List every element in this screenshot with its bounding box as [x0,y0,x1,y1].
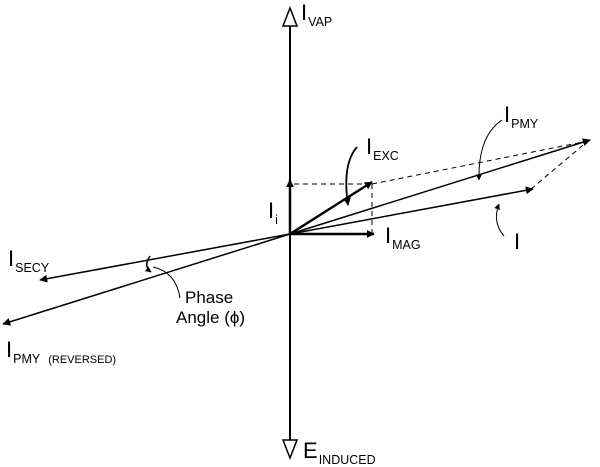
phase-angle-line1: Phase [185,288,234,307]
i-secy-main: I [8,246,15,271]
vap-open-arrowhead [281,5,299,27]
i-pmy-sub: PMY [511,117,539,131]
i-load-phasor [289,186,534,235]
e-induced-main: E [303,438,318,463]
phase-angle-arc [144,255,152,273]
induced-open-arrowhead [281,439,299,461]
i-secy-label: ISECY [8,246,49,275]
i-pmy-reversed-sub: PMY [13,352,41,366]
i-i-label: Ii [268,198,278,227]
e-induced-sub: INDUCED [318,453,376,467]
i-pmy-phasor [289,138,591,235]
i-pmy-reversed-label: IPMY (REVERSED) [6,337,116,366]
i-mag-main: I [385,223,392,248]
load-leader [494,203,505,237]
i-vap-main: I [301,0,308,25]
e-induced-label: EINDUCED [303,438,376,467]
i-pmy-main: I [504,102,511,127]
i-exc-phasor [289,180,373,236]
pmy-leader [475,119,503,181]
i-pmy-reversed-note: (REVERSED) [48,354,117,366]
phase-angle-label: Phase Angle (ϕ) [176,288,245,329]
i-load-label: I [514,231,520,253]
i-exc-main: I [366,134,373,159]
i-pmy-reversed-phasor [2,233,291,326]
i-pmy-reversed-main: I [6,337,13,362]
i-i-sub: i [275,213,278,227]
i-exc-label: IEXC [366,134,399,163]
phase-angle-leader [152,266,181,299]
i-pmy-label: IPMY [504,102,538,131]
exc-leader [343,146,358,206]
phase-angle-line2: Angle (ϕ) [176,308,246,328]
i-exc-sub: EXC [373,149,399,163]
i-load-main: I [514,229,521,254]
i-vap-sub: VAP [308,15,333,29]
dash-load-to-pmy [530,140,589,190]
i-vap-label: IVAP [301,0,332,29]
i-i-main: I [268,198,275,223]
i-mag-label: IMAG [385,223,421,252]
i-secy-phasor [39,233,291,283]
i-mag-sub: MAG [392,238,421,252]
i-secy-sub: SECY [15,261,50,275]
